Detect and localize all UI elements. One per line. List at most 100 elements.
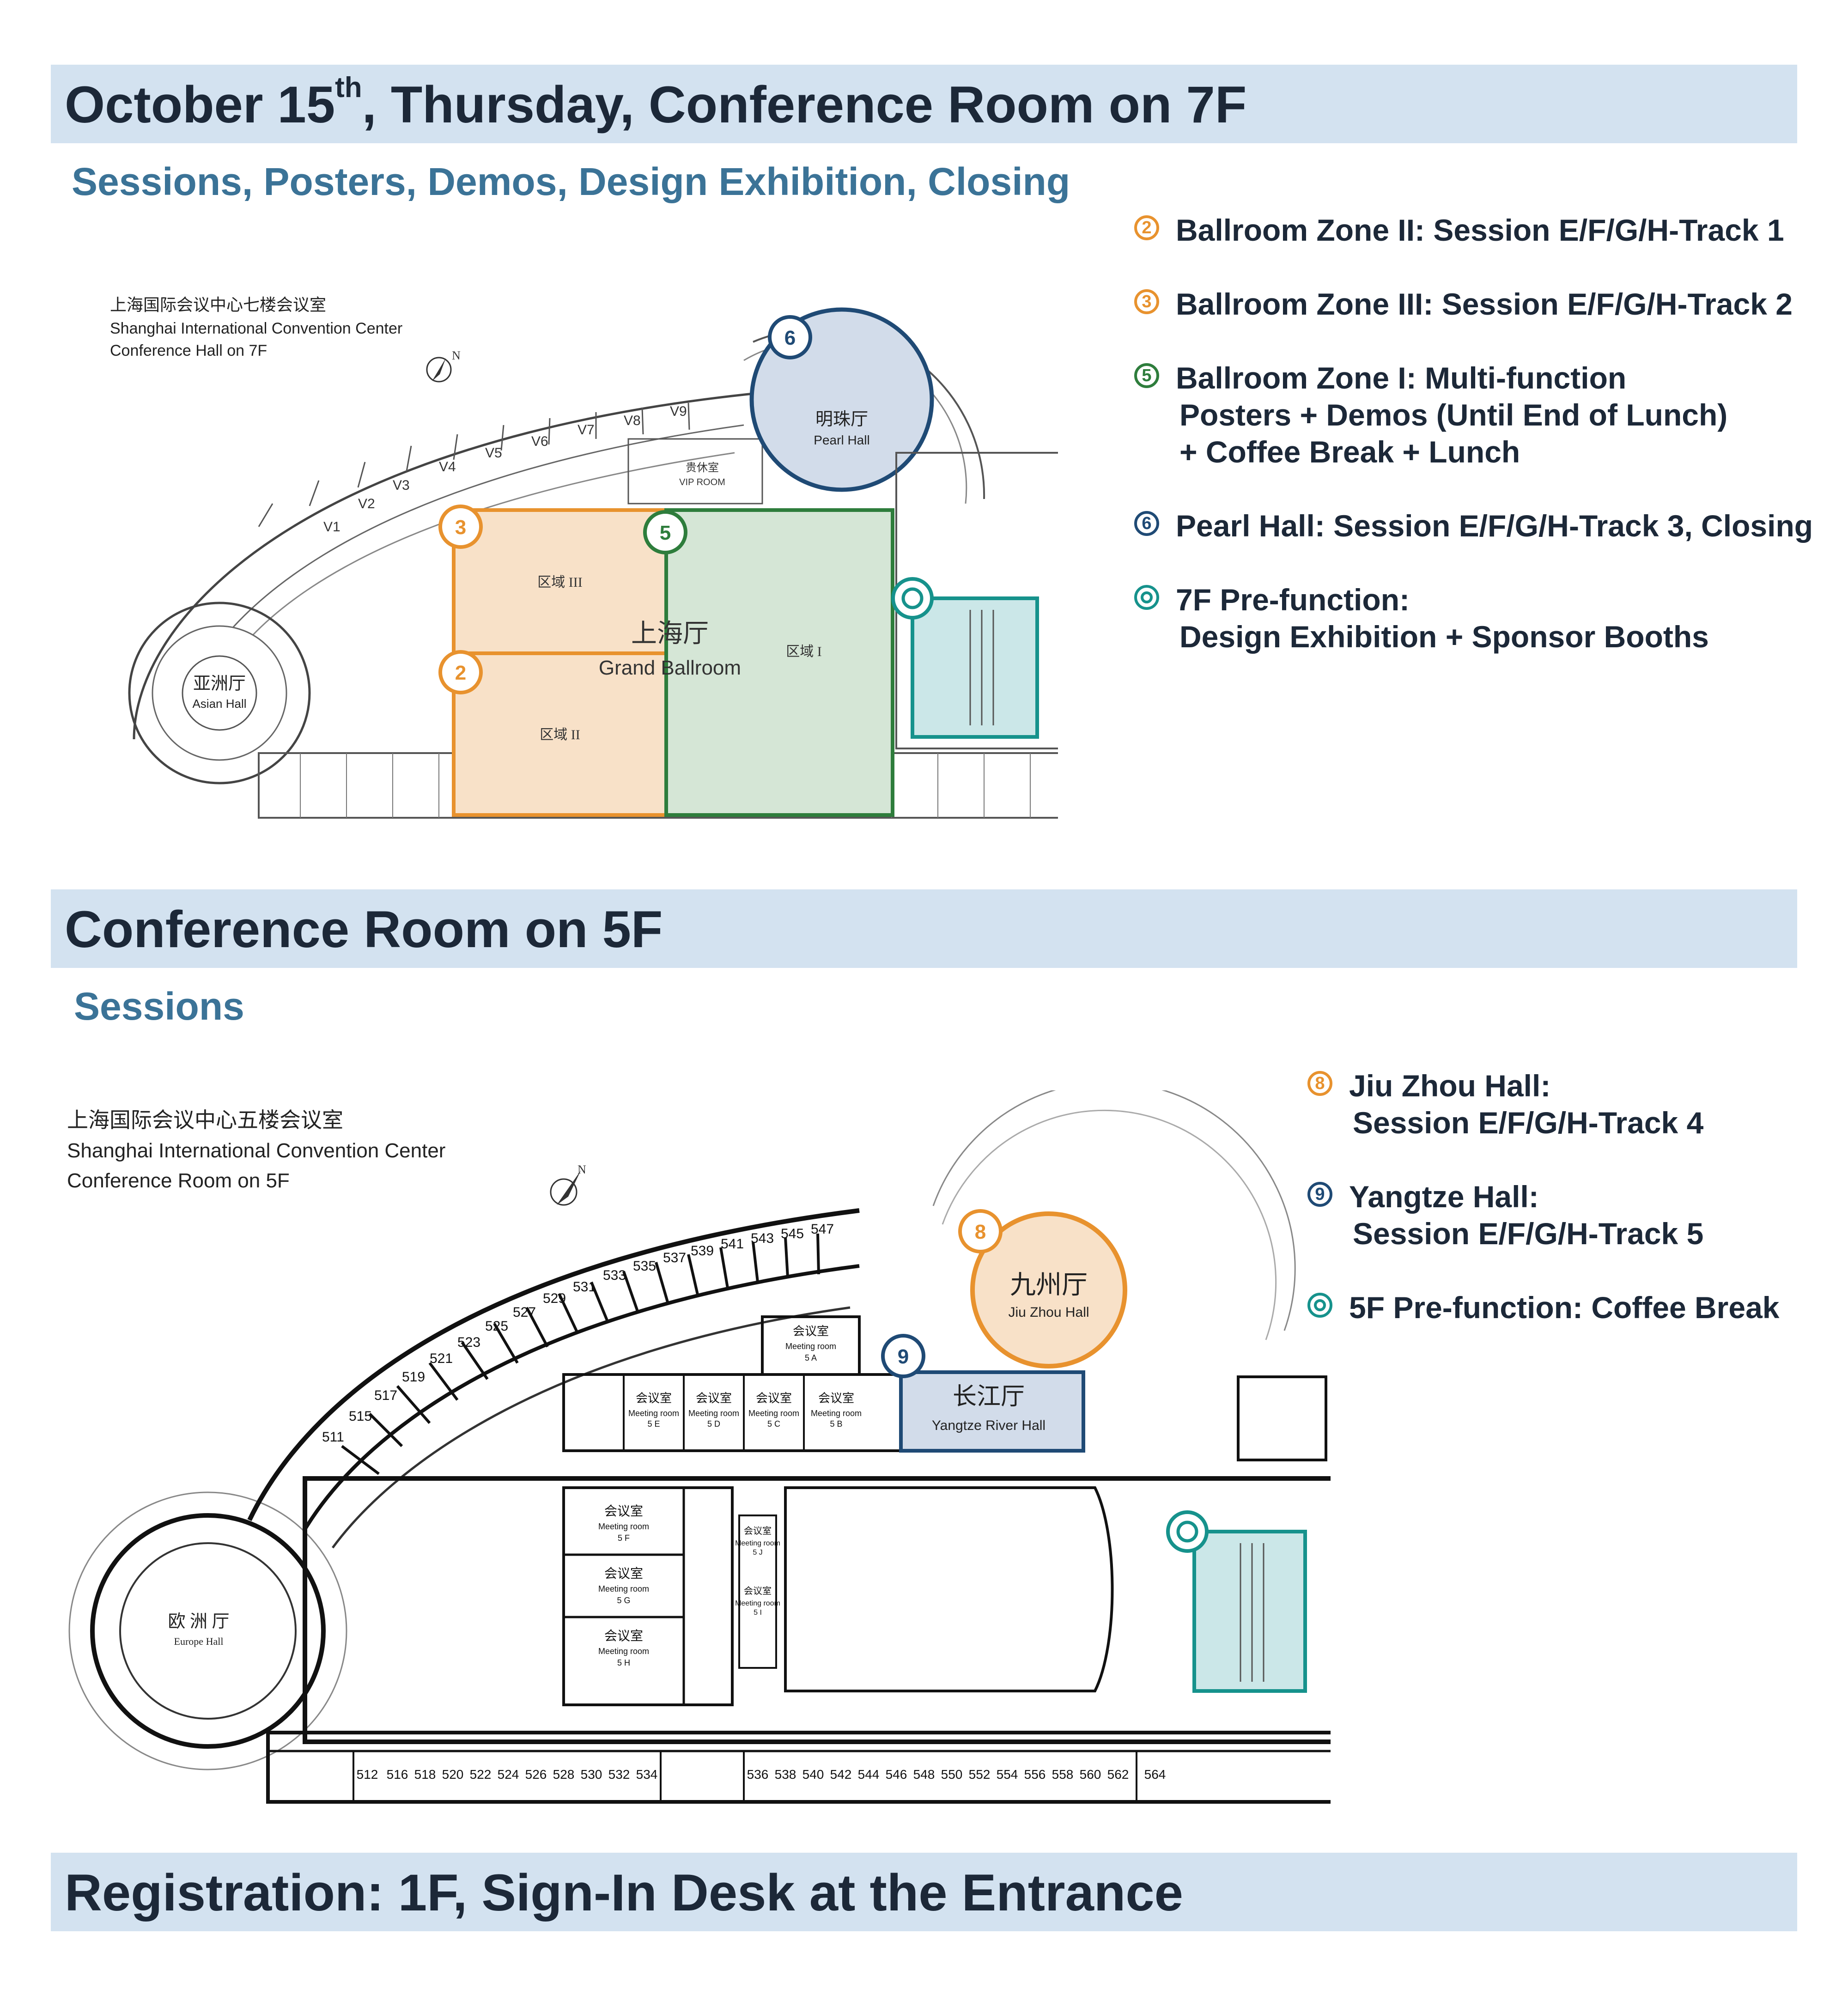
svg-text:542: 542 bbox=[830, 1767, 852, 1782]
svg-text:524: 524 bbox=[498, 1767, 519, 1782]
svg-text:523: 523 bbox=[457, 1335, 480, 1350]
legend-marker-icon: 8 bbox=[1307, 1071, 1332, 1096]
svg-text:N: N bbox=[578, 1163, 586, 1176]
plan-caption-7f-cn: 上海国际会议中心七楼会议室 bbox=[110, 295, 326, 314]
legend-5f-item: 5F Pre-function: Coffee Break bbox=[1307, 1289, 1779, 1326]
svg-text:Meeting room: Meeting room bbox=[811, 1409, 862, 1418]
svg-text:Jiu Zhou Hall: Jiu Zhou Hall bbox=[1008, 1305, 1089, 1320]
svg-text:556: 556 bbox=[1024, 1767, 1046, 1782]
svg-text:上海国际会议中心五楼会议室: 上海国际会议中心五楼会议室 bbox=[67, 1108, 343, 1132]
svg-text:Meeting room: Meeting room bbox=[628, 1409, 679, 1418]
svg-text:Meeting room: Meeting room bbox=[598, 1584, 649, 1594]
svg-text:5 D: 5 D bbox=[707, 1419, 720, 1429]
legend-5f-item: 9 Yangtze Hall: Session E/F/G/H-Track 5 bbox=[1307, 1178, 1779, 1252]
marker-2: 2 bbox=[438, 650, 483, 694]
svg-text:V5: V5 bbox=[485, 445, 502, 461]
legend-5f: 8 Jiu Zhou Hall: Session E/F/G/H-Track 4… bbox=[1307, 1067, 1779, 1363]
svg-text:5 A: 5 A bbox=[805, 1353, 817, 1362]
svg-text:2: 2 bbox=[455, 662, 466, 684]
legend-7f-item: 2 Ballroom Zone II: Session E/F/G/H-Trac… bbox=[1134, 212, 1813, 249]
svg-text:九州厅: 九州厅 bbox=[1010, 1270, 1088, 1299]
svg-text:V3: V3 bbox=[393, 478, 410, 493]
svg-text:547: 547 bbox=[811, 1222, 834, 1237]
svg-text:531: 531 bbox=[573, 1279, 596, 1295]
svg-text:9: 9 bbox=[898, 1345, 909, 1368]
marker-5: 5 bbox=[643, 510, 687, 554]
legend-marker-icon: 9 bbox=[1307, 1182, 1332, 1207]
legend-marker-icon: 3 bbox=[1134, 289, 1159, 314]
pre-function-icon bbox=[1307, 1293, 1332, 1318]
svg-text:5 I: 5 I bbox=[754, 1609, 762, 1617]
svg-text:511: 511 bbox=[322, 1429, 344, 1445]
marker-3: 3 bbox=[438, 505, 483, 549]
svg-text:V1: V1 bbox=[323, 519, 340, 535]
marker-6: 6 bbox=[768, 315, 812, 359]
svg-text:会议室: 会议室 bbox=[793, 1324, 829, 1338]
legend-5f-item: 8 Jiu Zhou Hall: Session E/F/G/H-Track 4 bbox=[1307, 1067, 1779, 1141]
svg-text:V6: V6 bbox=[531, 434, 548, 449]
svg-text:贵休室: 贵休室 bbox=[686, 462, 719, 474]
svg-text:512: 512 bbox=[357, 1767, 378, 1782]
svg-text:VIP ROOM: VIP ROOM bbox=[679, 477, 725, 487]
svg-text:明珠厅: 明珠厅 bbox=[815, 410, 868, 429]
plan-caption-7f-en2: Conference Hall on 7F bbox=[110, 342, 267, 359]
svg-text:537: 537 bbox=[663, 1250, 686, 1265]
europe-hall: 欧 洲 厅 Europe Hall bbox=[68, 1491, 347, 1770]
svg-text:会议室: 会议室 bbox=[818, 1391, 854, 1405]
svg-text:550: 550 bbox=[941, 1767, 963, 1782]
svg-text:519: 519 bbox=[402, 1369, 425, 1385]
svg-text:517: 517 bbox=[374, 1388, 397, 1403]
north-arrow-icon: N bbox=[550, 1163, 586, 1206]
svg-text:5 G: 5 G bbox=[617, 1596, 630, 1605]
svg-text:8: 8 bbox=[975, 1221, 986, 1243]
pre-function-5f-area bbox=[1192, 1530, 1307, 1693]
svg-text:5 J: 5 J bbox=[753, 1549, 762, 1557]
svg-text:5 H: 5 H bbox=[617, 1658, 630, 1667]
svg-text:区域 I: 区域 I bbox=[786, 644, 822, 659]
svg-text:515: 515 bbox=[349, 1409, 372, 1424]
pre-function-5f-marker-icon bbox=[1166, 1510, 1209, 1553]
svg-text:上海厅: 上海厅 bbox=[631, 619, 709, 648]
legend-marker-icon: 6 bbox=[1134, 511, 1159, 536]
banner-5f-title: Conference Room on 5F bbox=[65, 900, 663, 958]
svg-text:V7: V7 bbox=[578, 422, 595, 438]
svg-text:564: 564 bbox=[1144, 1767, 1166, 1782]
svg-text:Asian Hall: Asian Hall bbox=[192, 697, 246, 711]
svg-text:546: 546 bbox=[886, 1767, 907, 1782]
svg-text:区域 II: 区域 II bbox=[540, 727, 580, 742]
svg-text:522: 522 bbox=[470, 1767, 492, 1782]
svg-text:527: 527 bbox=[513, 1305, 536, 1320]
subtitle-7f: Sessions, Posters, Demos, Design Exhibit… bbox=[72, 160, 1070, 203]
svg-text:Pearl Hall: Pearl Hall bbox=[814, 433, 869, 447]
banner-7f: October 15th, Thursday, Conference Room … bbox=[51, 65, 1797, 143]
svg-text:V9: V9 bbox=[670, 404, 687, 419]
legend-7f: 2 Ballroom Zone II: Session E/F/G/H-Trac… bbox=[1134, 212, 1813, 692]
svg-text:Europe Hall: Europe Hall bbox=[174, 1636, 224, 1647]
svg-text:会议室: 会议室 bbox=[604, 1629, 643, 1643]
svg-text:560: 560 bbox=[1080, 1767, 1101, 1782]
svg-text:Yangtze River Hall: Yangtze River Hall bbox=[932, 1418, 1046, 1433]
pre-function-7f-marker-icon bbox=[891, 577, 934, 620]
svg-text:5 C: 5 C bbox=[767, 1419, 780, 1429]
legend-7f-item: 6 Pearl Hall: Session E/F/G/H-Track 3, C… bbox=[1134, 507, 1813, 544]
svg-text:521: 521 bbox=[430, 1351, 453, 1366]
svg-text:538: 538 bbox=[775, 1767, 796, 1782]
svg-text:Meeting room: Meeting room bbox=[785, 1342, 836, 1351]
svg-text:会议室: 会议室 bbox=[604, 1566, 643, 1581]
svg-text:5: 5 bbox=[660, 522, 671, 544]
svg-text:516: 516 bbox=[387, 1767, 408, 1782]
svg-text:Meeting room: Meeting room bbox=[598, 1647, 649, 1656]
svg-text:N: N bbox=[452, 349, 461, 362]
svg-text:528: 528 bbox=[553, 1767, 575, 1782]
svg-text:534: 534 bbox=[636, 1767, 658, 1782]
svg-text:548: 548 bbox=[913, 1767, 935, 1782]
svg-text:欧 洲 厅: 欧 洲 厅 bbox=[168, 1612, 229, 1631]
svg-text:Meeting room: Meeting room bbox=[688, 1409, 739, 1418]
legend-marker-icon: 5 bbox=[1134, 363, 1159, 388]
svg-text:5 F: 5 F bbox=[618, 1533, 630, 1543]
legend-7f-item: 7F Pre-function: Design Exhibition + Spo… bbox=[1134, 581, 1813, 655]
svg-text:6: 6 bbox=[784, 327, 796, 349]
svg-text:545: 545 bbox=[781, 1226, 804, 1241]
ballroom-zone-2 bbox=[452, 651, 668, 817]
svg-text:562: 562 bbox=[1107, 1767, 1129, 1782]
